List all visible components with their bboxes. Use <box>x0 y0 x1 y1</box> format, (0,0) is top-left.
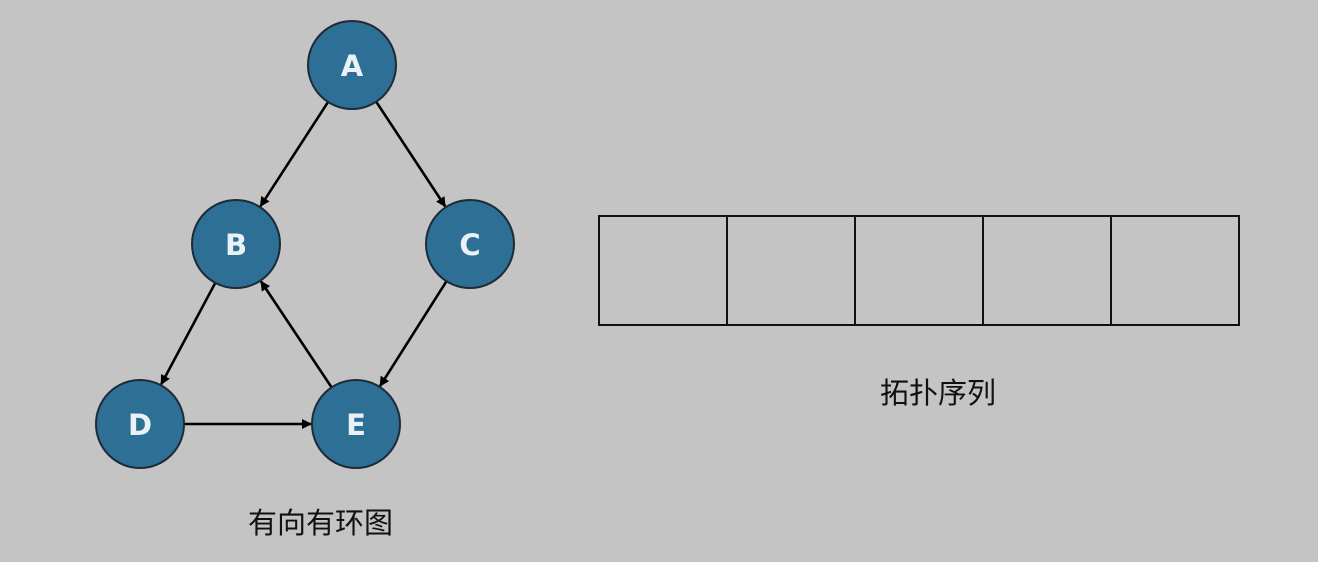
node-label: B <box>225 228 247 262</box>
node-circle <box>191 199 281 289</box>
edges-layer <box>160 100 448 429</box>
node-b: B <box>191 199 281 289</box>
sequence-caption: 拓扑序列 <box>880 376 997 410</box>
node-circle <box>95 379 185 469</box>
node-label: C <box>459 228 480 262</box>
sequence-cell <box>600 217 726 324</box>
node-circle <box>311 379 401 469</box>
edge-a-to-b <box>259 101 330 208</box>
node-label: A <box>341 49 364 83</box>
node-label: D <box>128 408 152 442</box>
node-a: A <box>307 20 397 110</box>
topological-sequence-boxes <box>598 215 1240 326</box>
edge-c-to-e <box>379 280 448 387</box>
nodes-layer: A B C D E <box>95 20 515 469</box>
node-d: D <box>95 379 185 469</box>
node-e: E <box>311 379 401 469</box>
edge-a-to-c <box>375 100 447 208</box>
sequence-cell <box>1110 217 1238 324</box>
node-circle <box>425 199 515 289</box>
node-label: E <box>346 408 366 442</box>
edge-e-to-b <box>259 280 333 389</box>
sequence-cell <box>726 217 854 324</box>
sequence-cell <box>854 217 982 324</box>
graph-caption: 有向有环图 <box>248 506 394 540</box>
sequence-cell <box>982 217 1110 324</box>
edge-b-to-d <box>160 282 217 386</box>
node-c: C <box>425 199 515 289</box>
node-circle <box>307 20 397 110</box>
